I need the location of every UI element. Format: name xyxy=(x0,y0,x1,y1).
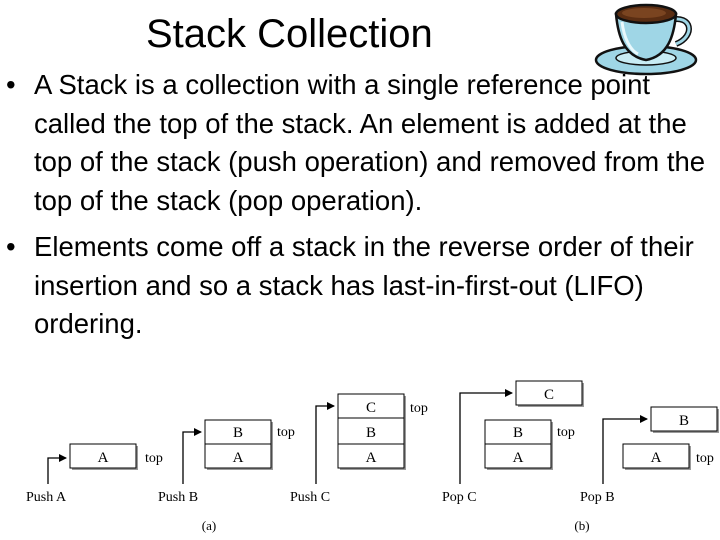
bullet-text: Elements come off a stack in the reverse… xyxy=(34,231,694,339)
item-label: B xyxy=(513,425,523,441)
item-label: A xyxy=(651,450,662,466)
popped-cell xyxy=(515,380,583,406)
bullet-marker: • xyxy=(6,231,16,262)
top-label: top xyxy=(277,425,295,440)
caption-a: (a) xyxy=(202,518,216,533)
pop-arrow xyxy=(459,389,513,484)
op-label-pop-c: Pop C xyxy=(442,490,477,505)
push-arrow xyxy=(315,402,335,484)
stack-cell xyxy=(484,419,552,445)
op-label-pop-b: Pop B xyxy=(580,490,615,505)
top-label: top xyxy=(557,425,575,440)
push-arrow xyxy=(182,428,202,484)
item-label: A xyxy=(513,450,524,466)
bullet-item: • Elements come off a stack in the rever… xyxy=(6,228,720,344)
bullet-item: • A Stack is a collection with a single … xyxy=(6,66,720,220)
popped-cell xyxy=(650,406,718,432)
item-label: B xyxy=(233,425,243,441)
item-label: B xyxy=(366,425,376,441)
item-label: C xyxy=(366,400,376,416)
stack-operations-figure: A B A C B A B A C A B top top top top to… xyxy=(26,380,719,533)
item-label: A xyxy=(98,450,109,466)
stack-cell xyxy=(337,417,405,445)
bullet-list: • A Stack is a collection with a single … xyxy=(6,66,720,352)
teacup-icon xyxy=(594,3,698,76)
item-label: A xyxy=(366,450,377,466)
push-arrow xyxy=(47,454,67,484)
top-label: top xyxy=(145,451,163,466)
bullet-text: A Stack is a collection with a single re… xyxy=(34,69,706,216)
stack-cell xyxy=(337,393,405,419)
item-label: A xyxy=(233,450,244,466)
op-label-push-c: Push C xyxy=(290,490,330,505)
stack-cell xyxy=(69,443,137,469)
top-label: top xyxy=(410,401,428,416)
stack-cell xyxy=(484,443,552,469)
bullet-marker: • xyxy=(6,69,16,100)
item-label: B xyxy=(679,413,689,429)
top-label: top xyxy=(696,451,714,466)
caption-b: (b) xyxy=(574,518,589,533)
slide-title: Stack Collection xyxy=(146,12,433,56)
stack-cell xyxy=(204,443,272,469)
op-label-push-a: Push A xyxy=(26,490,67,505)
pop-arrow xyxy=(602,415,648,484)
stack-cell xyxy=(622,443,690,469)
item-label: C xyxy=(544,387,554,403)
op-label-push-b: Push B xyxy=(158,490,198,505)
stack-cell xyxy=(337,443,405,469)
